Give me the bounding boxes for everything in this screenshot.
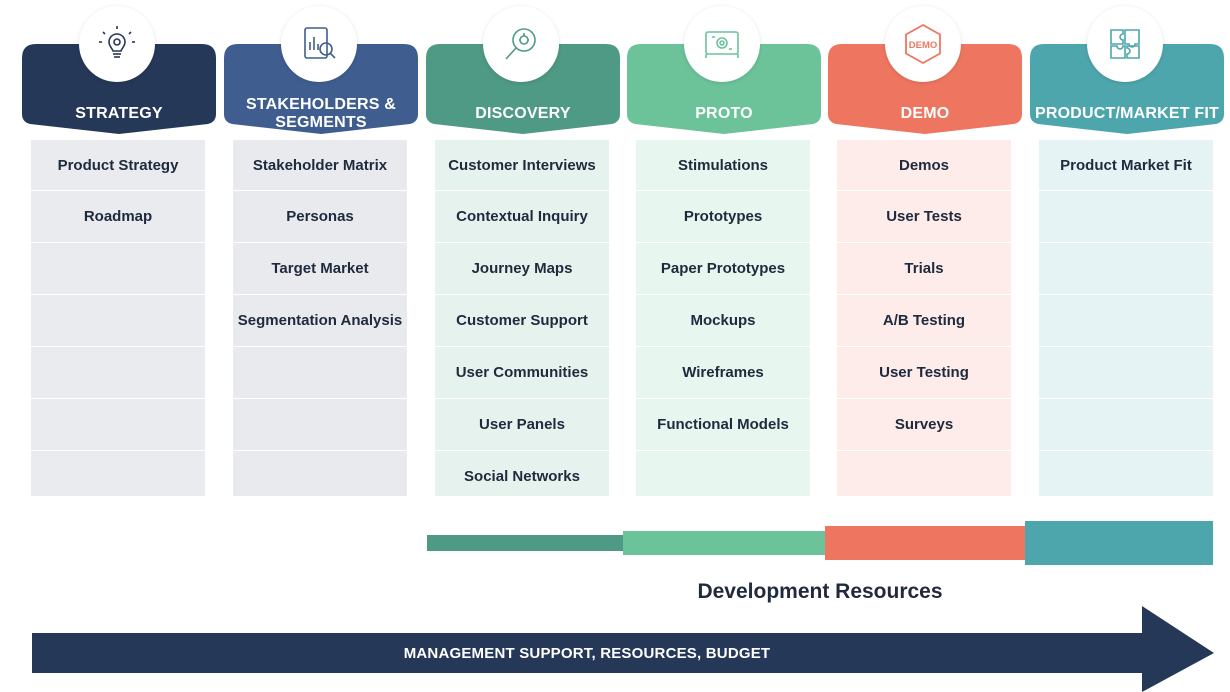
list-item: Contextual Inquiry (435, 190, 609, 242)
list-item: A/B Testing (837, 294, 1011, 346)
list-item (31, 294, 205, 346)
list-item: User Panels (435, 398, 609, 450)
column-body: Product Market Fit (1039, 140, 1213, 496)
list-item (1039, 450, 1213, 496)
list-item (1039, 346, 1213, 398)
list-item: Segmentation Analysis (233, 294, 407, 346)
column-header: DISCOVERY (426, 44, 620, 134)
list-item: Customer Support (435, 294, 609, 346)
list-item (233, 450, 407, 496)
column-title: DISCOVERY (475, 105, 571, 122)
list-item: Stakeholder Matrix (233, 140, 407, 190)
column-header: STAKEHOLDERS &SEGMENTS (224, 44, 418, 134)
column-body: Demos User Tests Trials A/B Testing User… (837, 140, 1011, 496)
list-item: Surveys (837, 398, 1011, 450)
list-item: Mockups (636, 294, 810, 346)
blueprint-gear-icon (684, 6, 760, 82)
list-item (1039, 294, 1213, 346)
list-item (233, 346, 407, 398)
puzzle-icon (1087, 6, 1163, 82)
column-title: PROTO (695, 105, 753, 122)
list-item: Personas (233, 190, 407, 242)
column-header: PRODUCT/MARKET FIT (1030, 44, 1224, 134)
column-body: Stakeholder Matrix Personas Target Marke… (233, 140, 407, 496)
list-item: Prototypes (636, 190, 810, 242)
list-item: Demos (837, 140, 1011, 190)
list-item (1039, 242, 1213, 294)
development-resources-label: Development Resources (697, 580, 943, 603)
list-item (31, 242, 205, 294)
lightbulb-gear-icon (79, 6, 155, 82)
list-item (31, 346, 205, 398)
list-item: User Communities (435, 346, 609, 398)
list-item: Journey Maps (435, 242, 609, 294)
column-header: PROTO (627, 44, 821, 134)
list-item: Product Market Fit (1039, 140, 1213, 190)
list-item (233, 398, 407, 450)
resource-bar-demo (825, 526, 1025, 560)
column-body: Product Strategy Roadmap (31, 140, 205, 496)
svg-text:DEMO: DEMO (909, 40, 938, 51)
column-header: DEMO (828, 44, 1022, 134)
column-body: Stimulations Prototypes Paper Prototypes… (636, 140, 810, 496)
list-item: Roadmap (31, 190, 205, 242)
list-item: Wireframes (636, 346, 810, 398)
list-item: User Testing (837, 346, 1011, 398)
column-header: STRATEGY (22, 44, 216, 134)
column-title: DEMO (900, 105, 950, 122)
list-item (31, 450, 205, 496)
list-item (1039, 398, 1213, 450)
list-item: Product Strategy (31, 140, 205, 190)
list-item: Paper Prototypes (636, 242, 810, 294)
list-item: Target Market (233, 242, 407, 294)
list-item: Trials (837, 242, 1011, 294)
list-item (636, 450, 810, 496)
resource-bar-discovery (427, 535, 623, 551)
list-item: Customer Interviews (435, 140, 609, 190)
list-item (1039, 190, 1213, 242)
column-title: STAKEHOLDERS &SEGMENTS (245, 96, 397, 131)
column-body: Customer Interviews Contextual Inquiry J… (435, 140, 609, 496)
list-item: Social Networks (435, 450, 609, 496)
magnifier-bug-icon (483, 6, 559, 82)
resource-bar-proto (623, 531, 825, 555)
list-item (31, 398, 205, 450)
resource-bar-product-market-fit (1025, 521, 1213, 565)
column-title: PRODUCT/MARKET FIT (1034, 105, 1220, 122)
demo-hexagon-icon: DEMO (885, 6, 961, 82)
list-item (837, 450, 1011, 496)
management-label: MANAGEMENT SUPPORT, RESOURCES, BUDGET (403, 644, 771, 662)
list-item: User Tests (837, 190, 1011, 242)
list-item: Stimulations (636, 140, 810, 190)
chart-magnifier-icon (281, 6, 357, 82)
list-item: Functional Models (636, 398, 810, 450)
column-title: STRATEGY (75, 105, 163, 122)
management-arrow (32, 606, 1214, 692)
